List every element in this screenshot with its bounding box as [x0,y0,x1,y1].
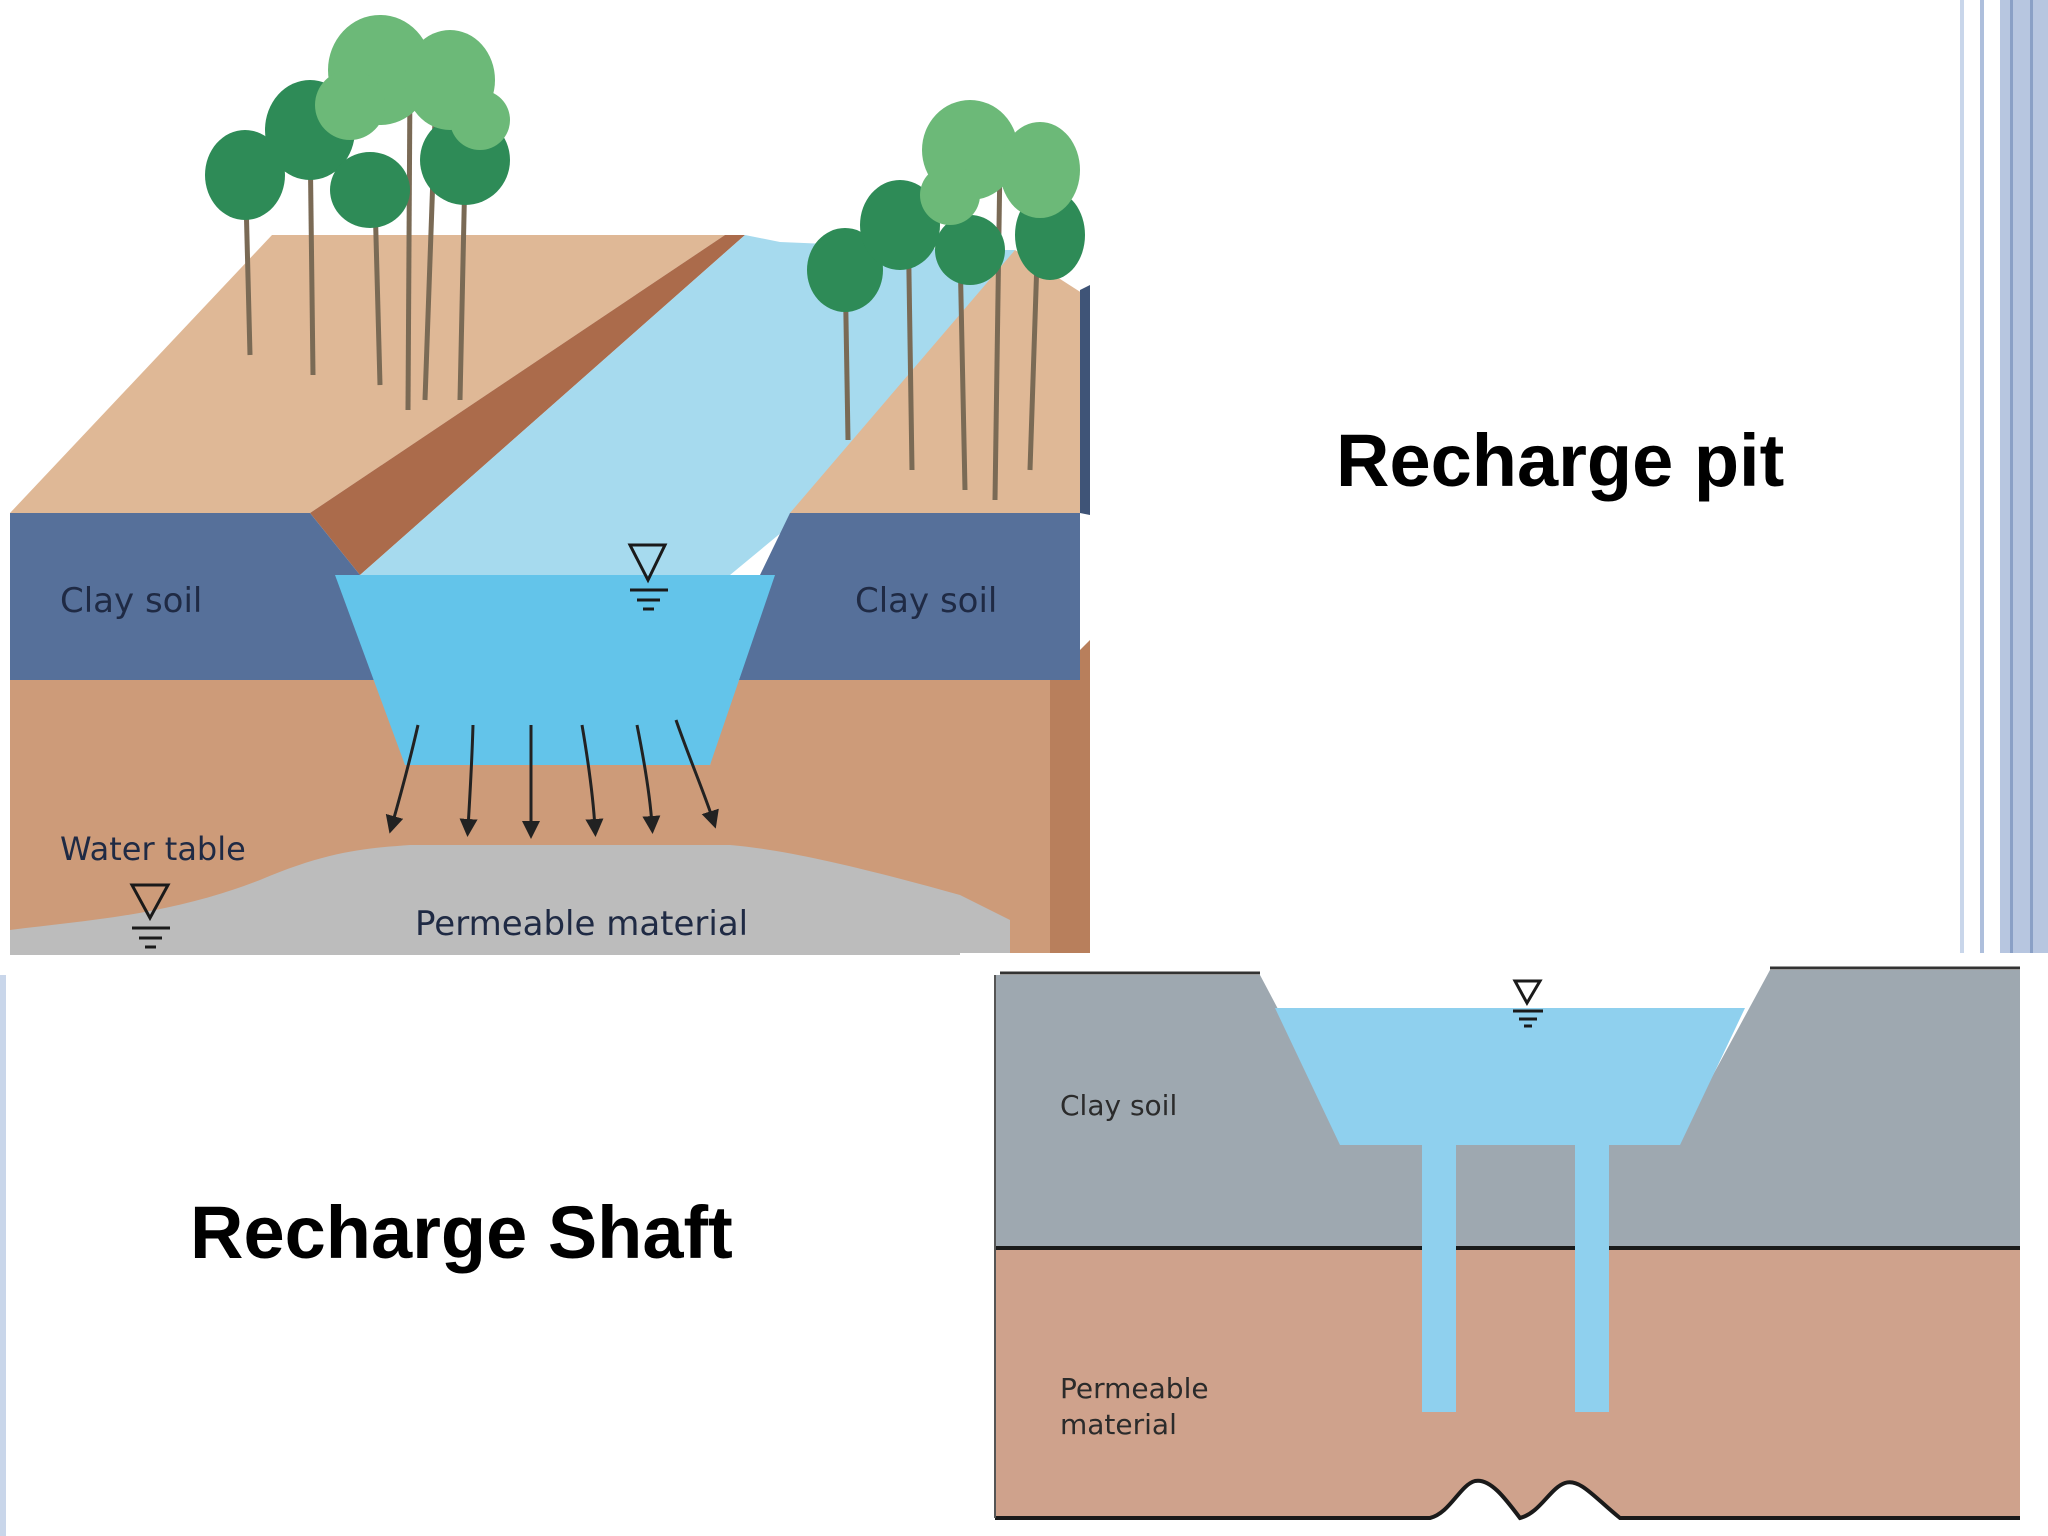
water-level-symbol [627,543,668,611]
clay-layer-right [725,513,1080,680]
shaft-label-permeable-line1: Permeable [1060,1372,1209,1405]
trees-right [807,100,1085,501]
label-clay-soil-left: Clay soil [60,581,202,621]
recharge-shaft-left [1422,1145,1456,1412]
slide-frame-bar [1980,0,1984,1536]
slide-frame-bar [2030,0,2033,1536]
block-side-face [1080,285,1090,515]
shaft-gap [1422,1243,1456,1253]
slide-frame-bar [0,975,6,1536]
water-surface [360,235,1015,575]
shaft-clay-layer [995,970,2020,1248]
ground-surface-left [10,235,725,513]
infiltration-arrows [385,719,719,839]
shaft-label-permeable-line2: material [1060,1408,1177,1441]
recharge-shaft-diagram: Clay soil Permeable material [960,953,2048,1536]
clay-layer-left [10,513,395,680]
recharge-pit-diagram: Clay soil Clay soil Water table Permeabl… [10,15,1090,955]
block-side-face [1050,640,1090,955]
shaft-water-level-symbol [1512,979,1543,1028]
label-clay-soil-right: Clay soil [855,581,997,621]
shaft-gap [1575,1243,1609,1253]
recharge-pit-title: Recharge pit [1336,419,1785,502]
bottom-boundary-line [995,1478,2020,1521]
permeable-material [10,845,1010,955]
slide-frame-bar [1960,0,1964,1536]
shaft-label-clay-soil: Clay soil [1060,1089,1177,1122]
pond-water [1275,1008,1745,1145]
label-water-table: Water table [60,830,246,868]
trees-left [205,15,510,411]
recharge-shaft-right [1575,1145,1609,1412]
ground-surface-right [790,250,1085,513]
shaft-permeable-layer [995,1248,2020,1518]
pit-water [335,575,775,765]
label-permeable-material: Permeable material [415,904,748,944]
water-table-symbol [129,883,171,949]
slide-frame-bar [2010,0,2013,1536]
recharge-shaft-title: Recharge Shaft [190,1191,733,1274]
channel-bank-left [310,235,745,575]
